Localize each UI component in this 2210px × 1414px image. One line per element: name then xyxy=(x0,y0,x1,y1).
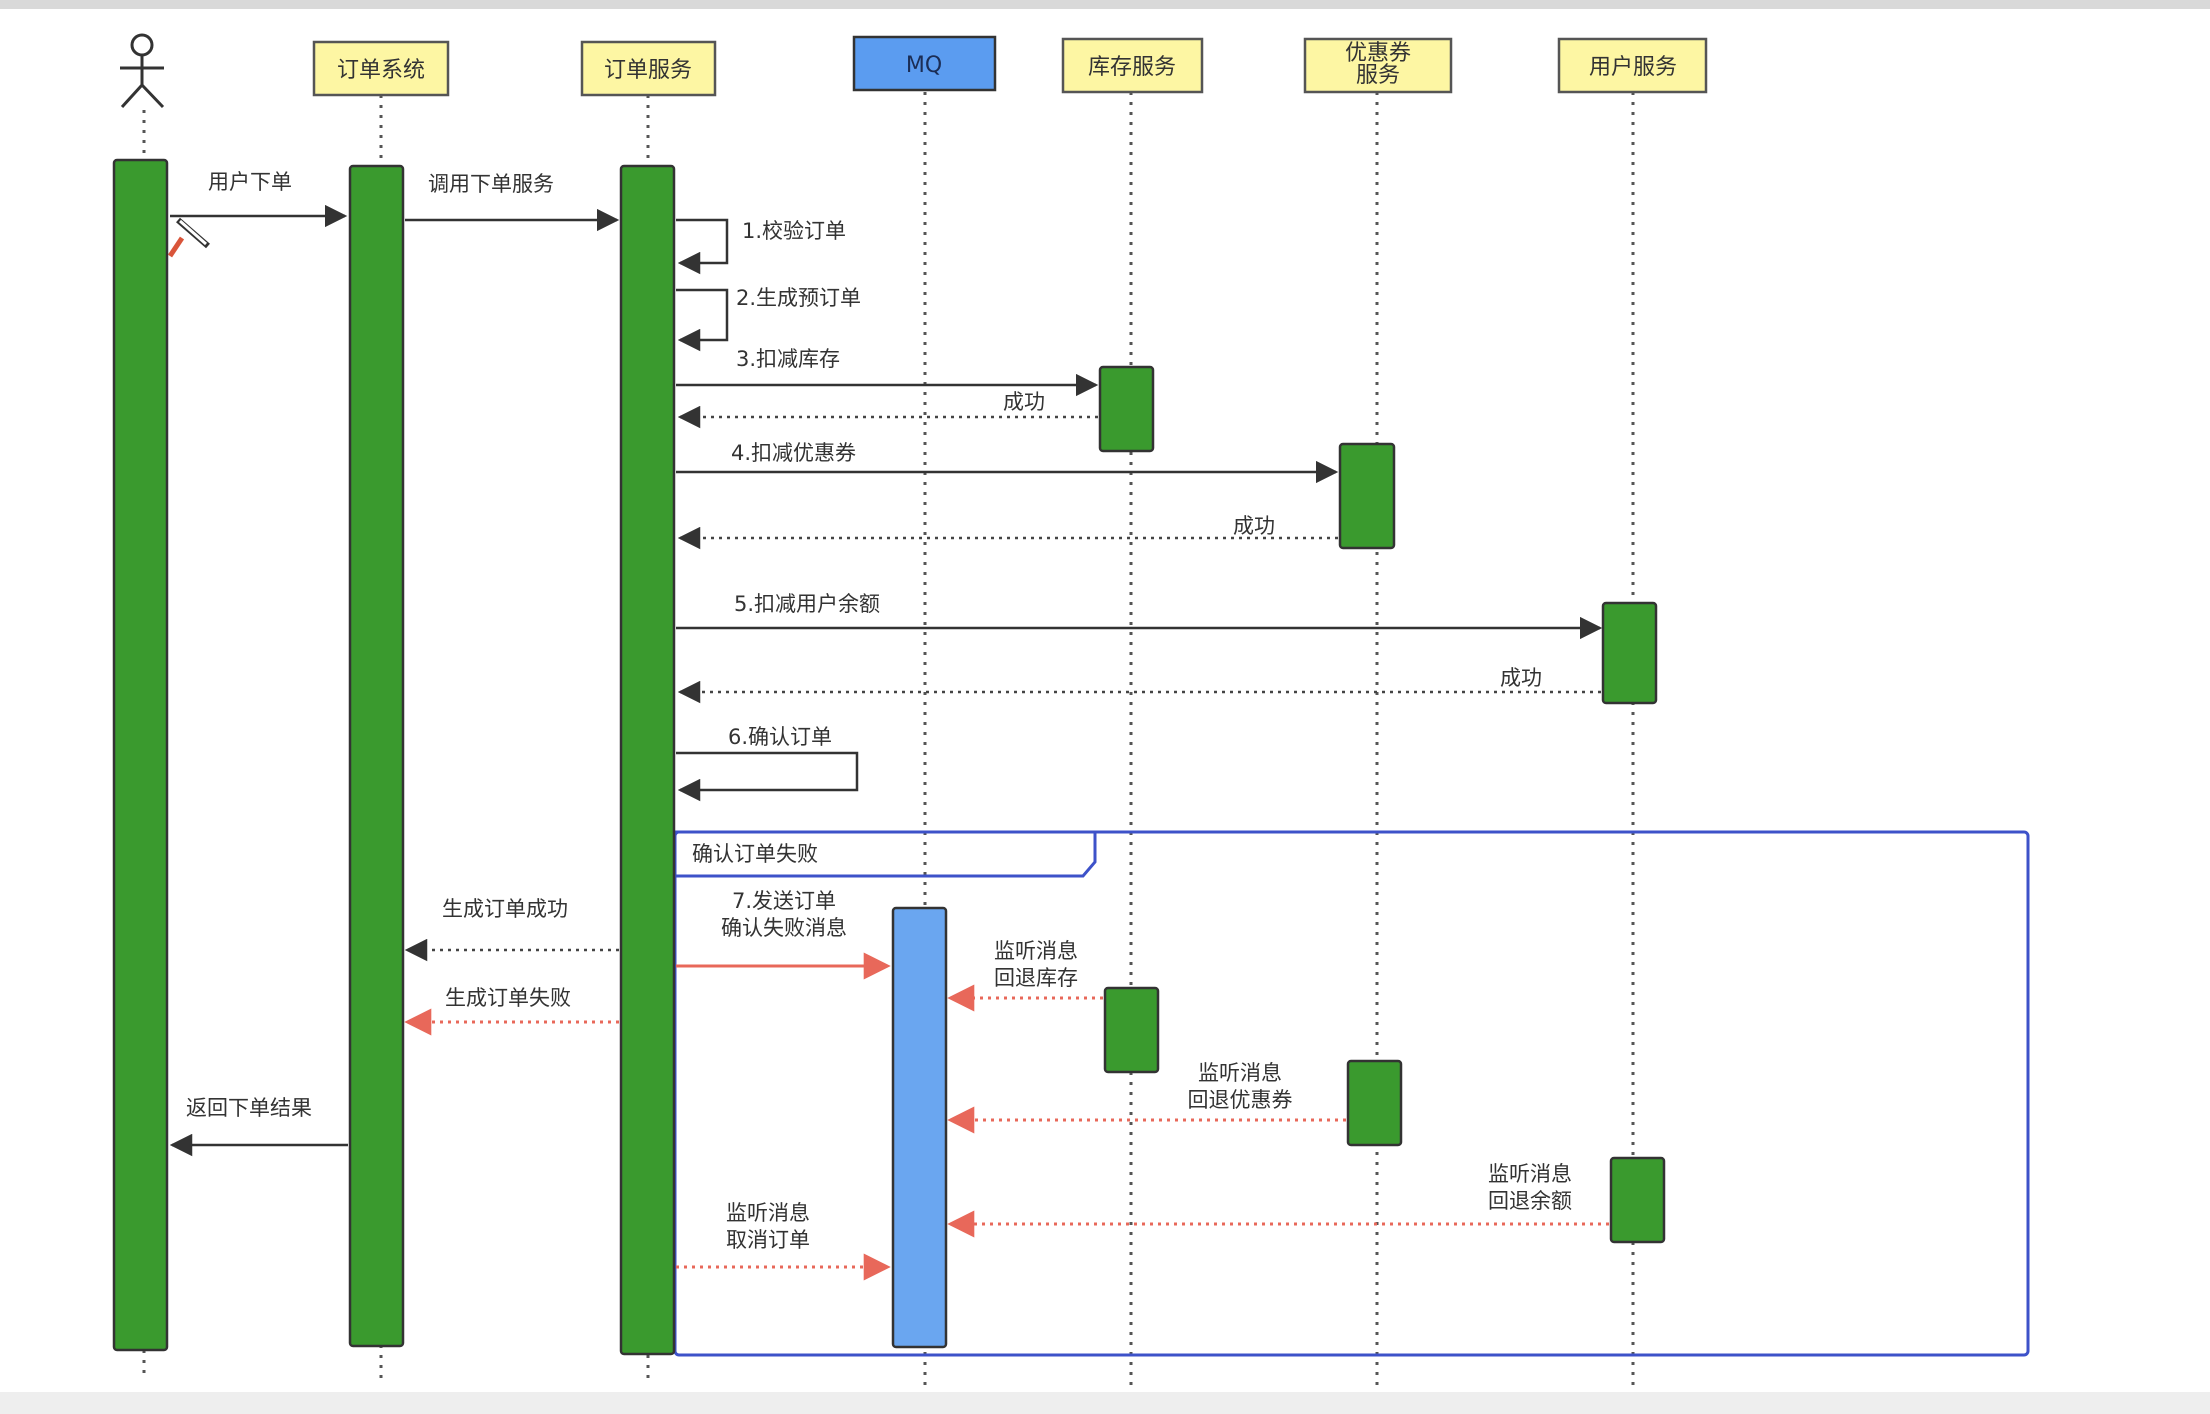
pencil-cursor-icon xyxy=(167,217,210,258)
message-label: 生成订单失败 xyxy=(445,986,571,1010)
activation-stock-1 xyxy=(1098,365,1155,453)
message-label: 成功 xyxy=(1500,666,1542,690)
message-label: 4.扣减优惠券 xyxy=(731,441,856,465)
message-label: 生成订单成功 xyxy=(442,897,568,921)
message-label: 监听消息回退余额 xyxy=(1488,1162,1572,1213)
bottom-window-bar xyxy=(0,1392,2210,1414)
message-label: 用户下单 xyxy=(208,170,292,194)
participant-label: 订单系统 xyxy=(337,58,425,83)
message-label: 调用下单服务 xyxy=(428,172,554,196)
message-deduct-coupon: 4.扣减优惠券 xyxy=(676,441,1339,484)
activation-mq xyxy=(891,906,948,1349)
message-deduct-balance: 5.扣减用户余额 xyxy=(676,592,1603,640)
message-label: 监听消息回退库存 xyxy=(994,939,1078,990)
message-coupon-success: 成功 xyxy=(677,514,1338,550)
activation-stock-2 xyxy=(1103,986,1160,1074)
message-order-success: 生成订单成功 xyxy=(404,897,619,962)
message-label: 3.扣减库存 xyxy=(736,347,840,371)
message-create-pre-order: 2.生成预订单 xyxy=(676,286,861,352)
message-stock-success: 成功 xyxy=(677,390,1098,429)
participant-label: 库存服务 xyxy=(1088,55,1176,80)
participant-mq: MQ xyxy=(852,35,997,92)
participant-label: MQ xyxy=(906,53,942,78)
message-label: 5.扣减用户余额 xyxy=(734,592,880,616)
message-deduct-stock: 3.扣减库存 xyxy=(676,347,1099,397)
fragment-label: 确认订单失败 xyxy=(692,842,818,866)
activation-user-service-1 xyxy=(1601,601,1658,705)
participant-label: 订单服务 xyxy=(604,58,692,83)
participant-label: 优惠券服务 xyxy=(1345,41,1411,88)
message-label: 1.校验订单 xyxy=(742,219,846,243)
message-order-failed: 生成订单失败 xyxy=(404,986,619,1036)
message-confirm-order: 6.确认订单 xyxy=(676,725,859,802)
activation-user xyxy=(112,158,169,1352)
message-return-order-result: 返回下单结果 xyxy=(169,1096,348,1157)
activation-coupon-1 xyxy=(1338,442,1396,550)
participant-user-service: 用户服务 xyxy=(1557,37,1708,94)
message-validate-order: 1.校验订单 xyxy=(676,218,846,275)
message-label: 7.发送订单确认失败消息 xyxy=(721,889,847,940)
message-balance-success: 成功 xyxy=(677,666,1601,704)
participant-user xyxy=(120,33,165,109)
activation-user-service-2 xyxy=(1609,1156,1666,1244)
participant-order-svc: 订单服务 xyxy=(580,40,717,97)
message-call-order-service: 调用下单服务 xyxy=(405,172,620,232)
fragment-confirm-failed: 确认订单失败 xyxy=(673,830,2030,1357)
participant-stock: 库存服务 xyxy=(1061,37,1204,94)
message-label: 监听消息取消订单 xyxy=(726,1201,810,1252)
message-label: 成功 xyxy=(1003,390,1045,414)
participant-coupon: 优惠券服务 xyxy=(1303,37,1453,94)
message-listen-rollback-coupon: 监听消息回退优惠券 xyxy=(947,1061,1346,1134)
activation-order-svc xyxy=(619,164,676,1356)
messages: 用户下单 调用下单服务 1.校验订单 2.生成预订单 3.扣减库存 xyxy=(169,170,1609,1281)
message-label: 6.确认订单 xyxy=(728,725,832,749)
message-listen-cancel-order: 监听消息取消订单 xyxy=(676,1201,891,1281)
message-label: 成功 xyxy=(1233,514,1275,538)
participant-label: 用户服务 xyxy=(1589,55,1677,80)
activation-order-sys xyxy=(348,164,405,1348)
actor-icon xyxy=(120,33,165,109)
activations xyxy=(112,158,1666,1356)
participant-order-sys: 订单系统 xyxy=(312,40,450,97)
top-window-bar xyxy=(0,0,2210,9)
message-label: 2.生成预订单 xyxy=(736,286,861,310)
message-user-order: 用户下单 xyxy=(170,170,348,228)
message-send-confirm-failed: 7.发送订单确认失败消息 xyxy=(676,889,891,980)
message-label: 返回下单结果 xyxy=(186,1096,312,1120)
message-listen-rollback-balance: 监听消息回退余额 xyxy=(947,1162,1609,1238)
message-listen-rollback-stock: 监听消息回退库存 xyxy=(947,939,1103,1012)
message-label: 监听消息回退优惠券 xyxy=(1188,1061,1293,1112)
activation-coupon-2 xyxy=(1346,1059,1403,1147)
